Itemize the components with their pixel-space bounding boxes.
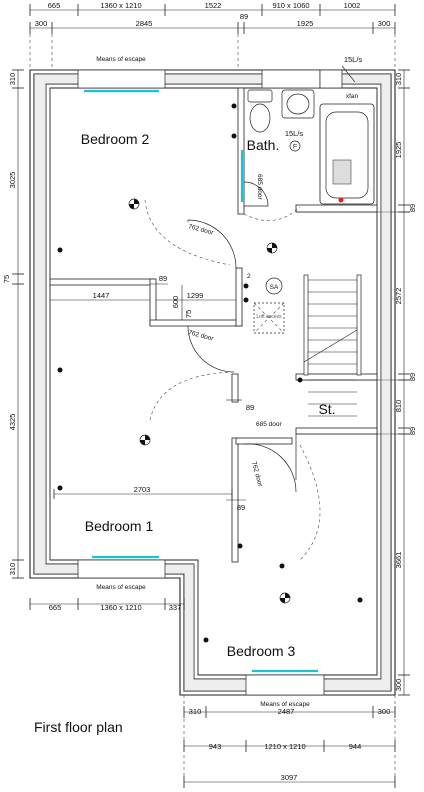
staircase — [303, 279, 358, 417]
ceiling-lights — [128, 198, 291, 604]
door-label-bath: 685 door — [256, 174, 263, 200]
extract-fan-label: xfan — [346, 93, 359, 100]
dim-total-3097: 3097 — [281, 773, 298, 782]
door-bedroom-1: 762 door — [243, 443, 321, 561]
dim-top-1002: 1002 — [344, 1, 361, 10]
dim-left-310-bottom: 310 — [8, 563, 17, 576]
socket-outlets — [57, 103, 363, 643]
left-dimension-column: 310 3025 75 4325 310 — [2, 69, 24, 579]
dim-top2-89: 89 — [240, 12, 248, 21]
dim-right-810: 810 — [394, 400, 403, 413]
bottom-dimension-row-2: 943 1210 x 1210 944 — [183, 740, 396, 752]
window-bedroom-1: Means of escape — [77, 555, 166, 591]
dim-b1-2487: 2487 — [278, 707, 295, 716]
fan-rate-bath: 15L/s — [285, 129, 304, 138]
dim-right-89-b: 89 — [408, 373, 417, 381]
door-bedroom-2: 762 door — [144, 199, 237, 269]
external-walls — [29, 69, 396, 696]
dim-int-600: 600 — [171, 296, 180, 309]
room-label-store: St. — [318, 401, 335, 417]
dim-b1-300: 300 — [378, 707, 391, 716]
room-label-bedroom-3: Bedroom 3 — [227, 643, 296, 659]
dim-right-3661: 3661 — [394, 552, 403, 569]
dim-right-310: 310 — [394, 73, 403, 86]
dim-top-window-2: 910 x 1060 — [272, 1, 309, 10]
window-bathroom — [261, 69, 343, 89]
dim-right-89-c: 89 — [408, 427, 417, 435]
bottom-dimension-total: 3097 — [183, 773, 396, 788]
dim-right-2572: 2572 — [394, 288, 403, 305]
dim-int-89-b: 89 — [246, 403, 254, 412]
door-label-landing: 762 door — [187, 329, 214, 343]
dim-b2-window: 1210 x 1210 — [264, 742, 305, 751]
dim-bl-337: 337 — [169, 603, 182, 612]
dim-bl-window: 1360 x 1210 — [100, 603, 141, 612]
dim-right-89-a: 89 — [408, 204, 417, 212]
door-label-store: 685 door — [256, 421, 282, 428]
window-bedroom-2: Means of escape — [77, 56, 166, 93]
dim-bl-665: 665 — [49, 603, 62, 612]
loft-access-label: Loft access — [256, 314, 282, 320]
smoke-alarm-label: SA — [270, 284, 279, 291]
dim-left-3025: 3025 — [8, 172, 17, 189]
dim-b2-943: 943 — [209, 742, 222, 751]
dim-left-4325: 4325 — [8, 414, 17, 431]
drawing-title: First floor plan — [34, 719, 123, 735]
dim-int-75: 75 — [184, 310, 193, 318]
room-label-bedroom-1: Bedroom 1 — [85, 518, 154, 534]
window-bedroom-3: Means of escape — [245, 669, 325, 708]
dim-int-1299: 1299 — [187, 291, 204, 300]
escape-label-bedroom-2: Means of escape — [96, 56, 146, 63]
smoke-alarm-icon — [265, 277, 283, 295]
lower-left-dimension-row: 665 1360 x 1210 337 — [29, 598, 185, 612]
fan-rate-top: 15L/s — [344, 55, 363, 64]
escape-label-bedroom-3: Means of escape — [260, 701, 310, 708]
door-landing: 762 door — [149, 325, 235, 421]
dim-left-310-top: 310 — [8, 73, 17, 86]
dim-top-window-1: 1360 x 1210 — [100, 1, 141, 10]
dim-b2-944: 944 — [349, 742, 362, 751]
escape-label-bedroom-1: Means of escape — [96, 584, 146, 591]
dim-int-89-c: 89 — [237, 503, 245, 512]
room-label-bathroom: Bath. — [247, 137, 280, 153]
dim-right-300: 300 — [394, 679, 403, 692]
door-bath: 685 door — [243, 174, 301, 221]
dim-top-1522: 1522 — [205, 1, 222, 10]
dim-top2-300-left: 300 — [35, 19, 48, 28]
top-dimension-row-2: 300 2845 89 1925 300 — [29, 12, 396, 34]
dim-top-665: 665 — [48, 1, 61, 10]
switch-count: 2 — [247, 273, 251, 280]
dim-top2-2845: 2845 — [136, 19, 153, 28]
dim-left-75: 75 — [2, 275, 11, 283]
top-dimension-row-1: 665 1360 x 1210 1522 910 x 1060 1002 — [29, 1, 396, 16]
interior-dimensions: 1447 1299 600 75 89 89 2703 89 — [50, 274, 254, 512]
dim-int-1447: 1447 — [93, 291, 110, 300]
bath-fixtures: F 15L/s 15L/s xfan — [247, 55, 375, 205]
dim-b1-310: 310 — [189, 707, 202, 716]
dim-int-89-a: 89 — [159, 274, 167, 283]
door-store: 685 door — [256, 421, 297, 480]
door-label-bedroom-1: 762 door — [250, 461, 264, 488]
dim-top2-300-right: 300 — [378, 19, 391, 28]
bottom-dimension-row-1: 310 2487 300 — [183, 706, 396, 718]
right-dimension-column: 310 1925 89 2572 89 810 89 3661 300 — [394, 69, 417, 696]
dim-int-2703: 2703 — [134, 485, 151, 494]
room-label-bedroom-2: Bedroom 2 — [81, 131, 150, 147]
fan-icon: F — [293, 144, 297, 151]
dim-top2-1925: 1925 — [297, 19, 314, 28]
dim-right-1925: 1925 — [394, 142, 403, 159]
